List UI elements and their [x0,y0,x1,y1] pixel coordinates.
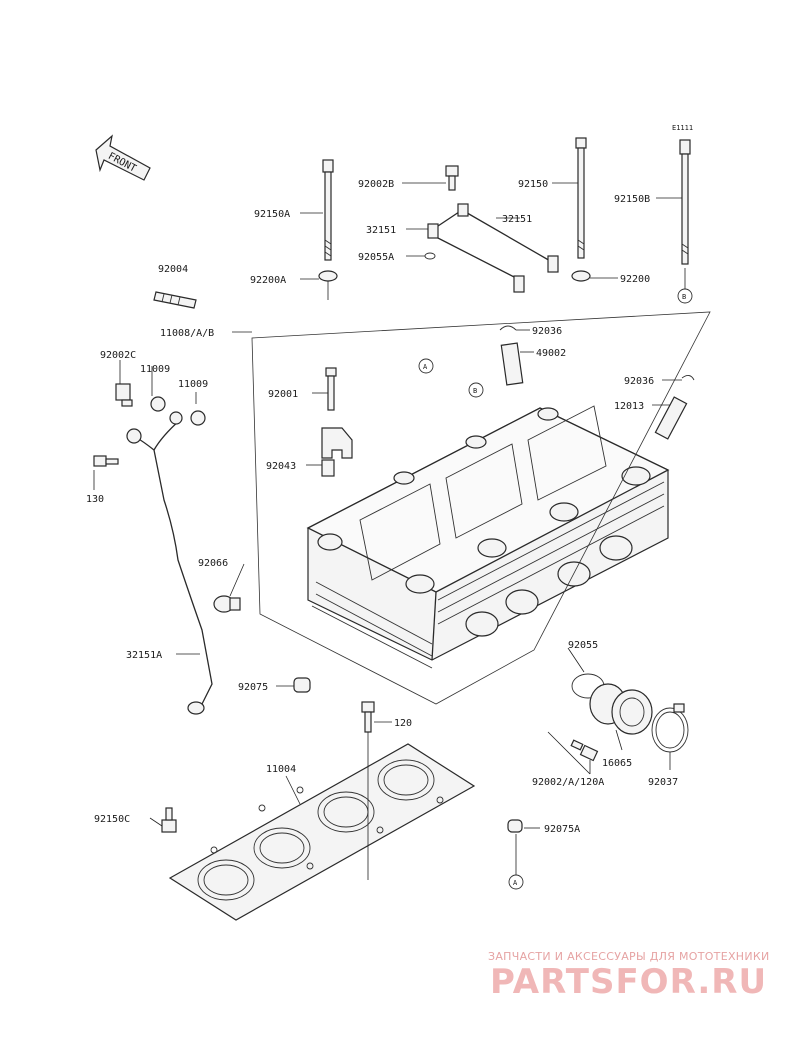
clamp-92037 [651,703,689,753]
label-92002c: 92002C [100,350,136,361]
label-11009-b: 11009 [178,379,208,390]
label-92150b: 92150B [614,194,650,205]
washer-92200a [318,270,338,282]
callout-circle-a-cyl [418,358,434,374]
oil-pipe-32151a [126,411,213,715]
cap-92075a [507,819,523,833]
bolt-130 [93,455,119,467]
label-12013: 12013 [614,401,644,412]
callout-circle-b-cyl [468,382,484,398]
label-92150: 92150 [518,179,548,190]
label-92037: 92037 [648,777,678,788]
head-gasket-11004 [168,743,476,921]
bolt-92002b [445,165,459,191]
stud-92004 [153,291,197,309]
callout-a-cyl: A [423,363,428,371]
bolt-92001 [325,367,337,411]
washer-92200 [571,270,591,282]
valve-guide-49002 [500,342,524,386]
watermark-logo: PARTSFOR.RU [490,962,768,1002]
clip-92036-right [681,375,695,381]
o-ring-92055a [424,252,436,260]
label-92150c: 92150C [94,814,130,825]
label-11008: 11008/A/B [160,328,214,339]
label-130: 130 [86,494,104,505]
label-92075: 92075 [238,682,268,693]
label-32151-right: 32151 [502,214,532,225]
label-11009-a: 11009 [140,364,170,375]
label-32151-left: 32151 [366,225,396,236]
label-92075a: 92075A [544,824,580,835]
bolt-92002-120a [570,739,599,762]
label-16065: 16065 [602,758,632,769]
cylinder-head-11008 [306,405,670,669]
label-92004: 92004 [158,264,188,275]
cap-92075 [293,677,311,693]
label-92150a: 92150A [254,209,290,220]
carb-holder-16065 [589,683,653,735]
label-32151a: 32151A [126,650,162,661]
washer-11009-b [190,410,206,426]
label-92055: 92055 [568,640,598,651]
washer-11009-a [150,396,166,412]
label-49002: 49002 [536,348,566,359]
callout-b-cyl: B [473,387,477,395]
cap-92043 [321,427,353,477]
bolt-120 [361,701,375,733]
label-92036-right: 92036 [624,376,654,387]
diagram-id: E1111 [672,124,693,132]
label-92200a: 92200A [250,275,286,286]
watermark-tagline: ЗАПЧАСТИ И АКСЕССУАРЫ ДЛЯ МОТОТЕХНИКИ [488,950,770,963]
bolt-92150b [679,139,691,265]
oil-pipe-32151 [427,203,559,293]
label-92002-120a: 92002/A/120A [532,777,604,788]
label-92036-top: 92036 [532,326,562,337]
label-92066: 92066 [198,558,228,569]
leader-lines [93,182,682,880]
label-92200: 92200 [620,274,650,285]
front-arrow-icon: FRONT [95,134,151,181]
label-11004: 11004 [266,764,296,775]
callout-a-bottom: A [513,879,518,887]
banjo-bolt-92002c [115,383,133,407]
bolt-92150 [575,137,587,259]
callout-b-bolt: B [682,293,686,301]
valve-guide-12013 [654,396,688,440]
label-120: 120 [394,718,412,729]
bolt-92150c [161,807,177,833]
label-92002b: 92002B [358,179,394,190]
label-92043: 92043 [266,461,296,472]
assembly-outline [251,311,711,705]
label-92001: 92001 [268,389,298,400]
label-92055a: 92055A [358,252,394,263]
bolt-92150a [322,159,334,261]
plug-92066 [213,595,241,613]
clip-92036-top [499,325,517,331]
